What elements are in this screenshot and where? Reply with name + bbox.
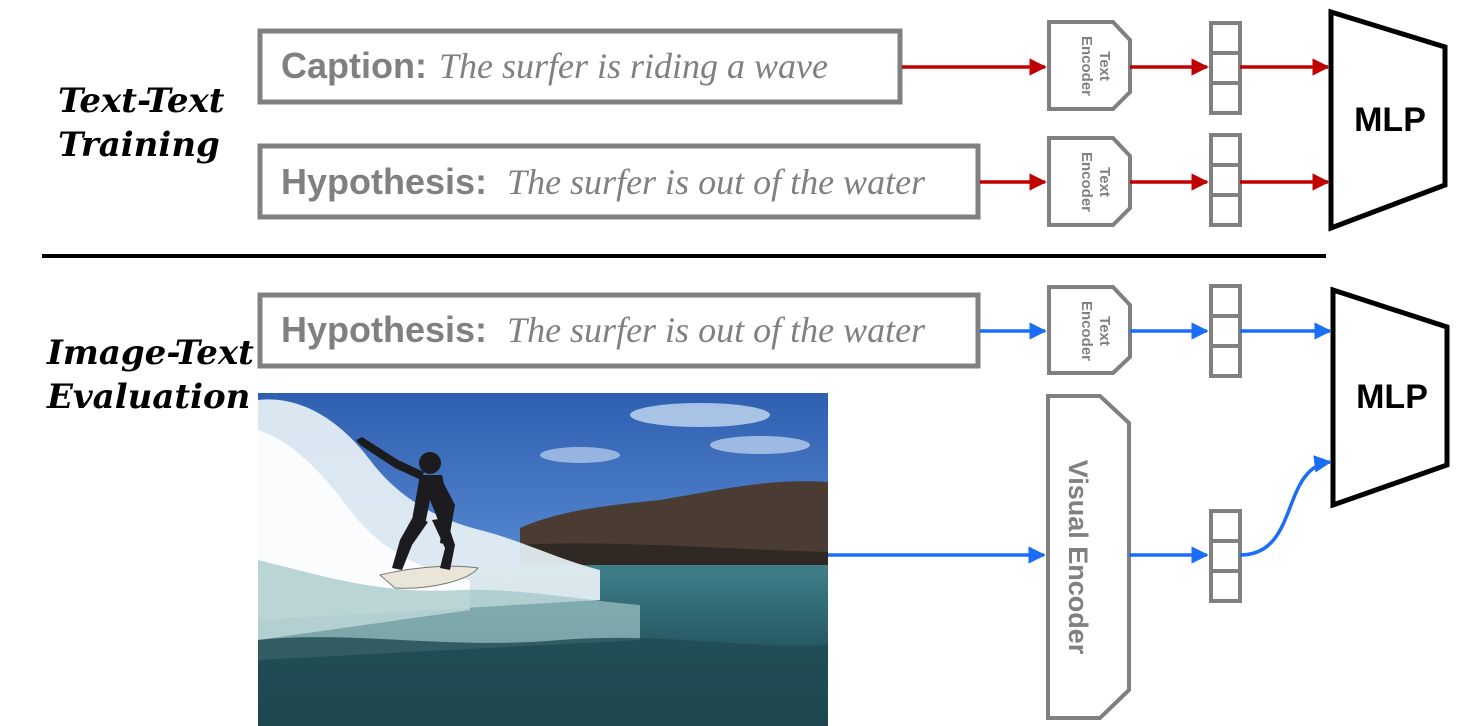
text-encoder-training-hypothesis: Text Encoder: [1047, 136, 1132, 227]
text-encoder-training-hypothesis-line2: Encoder: [1078, 152, 1095, 212]
visual-encoder: Visual Encoder: [1046, 394, 1131, 720]
embedding-vector-caption: [1209, 21, 1242, 115]
surfer-photo: [258, 393, 828, 726]
embedding-vector-training-hypothesis: [1209, 133, 1242, 227]
text-encoder-evaluation-line2: Encoder: [1078, 301, 1095, 361]
training-hypothesis-label: Hypothesis:: [281, 161, 487, 202]
training-hypothesis-text: Hypothesis: The surfer is out of the wate…: [281, 161, 926, 202]
evaluation-arrows: [828, 322, 1332, 564]
mlp-training: MLP: [1328, 8, 1448, 232]
text-encoder-caption-line1: Text: [1096, 51, 1113, 81]
visual-encoder-label: Visual Encoder: [1063, 460, 1093, 655]
embedding-vector-evaluation-hypothesis: [1209, 284, 1242, 378]
caption-sentence: The surfer is riding a wave: [439, 46, 828, 86]
evaluation-title-line1: Image-Text: [46, 333, 254, 373]
text-encoder-caption-line2: Encoder: [1078, 36, 1095, 96]
mlp-evaluation-label: MLP: [1356, 378, 1428, 416]
embedding-vector-image: [1209, 509, 1242, 603]
mlp-evaluation: MLP: [1330, 286, 1450, 509]
mlp-training-label: MLP: [1354, 101, 1426, 139]
evaluation-hypothesis-sentence: The surfer is out of the water: [507, 310, 926, 350]
evaluation-hypothesis-text: Hypothesis: The surfer is out of the wate…: [281, 309, 926, 350]
training-hypothesis-sentence: The surfer is out of the water: [507, 162, 926, 202]
caption-text: Caption: The surfer is riding a wave: [281, 45, 828, 86]
evaluation-title-line2: Evaluation: [46, 377, 250, 417]
evaluation-hypothesis-label: Hypothesis:: [281, 309, 487, 350]
arrow-image-vector-to-mlp: [1239, 455, 1332, 557]
text-encoder-evaluation: Text Encoder: [1047, 285, 1132, 375]
text-encoder-training-hypothesis-line1: Text: [1096, 167, 1113, 197]
caption-label: Caption:: [281, 45, 427, 86]
evaluation-hypothesis-box: Hypothesis: The surfer is out of the wate…: [257, 292, 981, 369]
text-encoder-caption: Text Encoder: [1047, 20, 1132, 111]
training-title-line2: Training: [58, 125, 220, 165]
caption-box: Caption: The surfer is riding a wave: [257, 28, 903, 105]
training-hypothesis-box: Hypothesis: The surfer is out of the wate…: [257, 143, 981, 220]
text-encoder-evaluation-line1: Text: [1096, 316, 1113, 346]
training-arrows: [902, 58, 1330, 191]
training-title-line1: Text-Text: [58, 81, 225, 121]
